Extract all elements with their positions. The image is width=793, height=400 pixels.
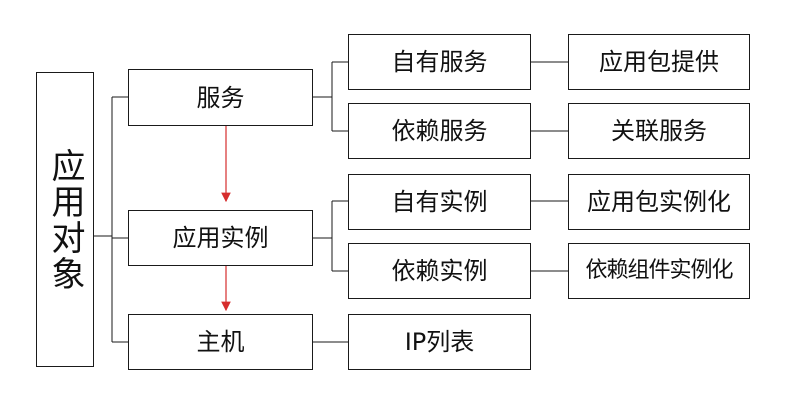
node-related-service: 关联服务 bbox=[568, 103, 750, 159]
node-dependent-instance: 依赖实例 bbox=[348, 243, 531, 299]
node-dependent-service: 依赖服务 bbox=[348, 103, 531, 159]
node-app-instance: 应用实例 bbox=[128, 210, 313, 266]
node-dependent-component-instantiation: 依赖组件实例化 bbox=[568, 243, 750, 299]
node-app-package-provided: 应用包提供 bbox=[568, 34, 750, 90]
root-node: 应用对象 bbox=[36, 72, 94, 367]
node-host: 主机 bbox=[128, 314, 313, 370]
node-service: 服务 bbox=[128, 69, 313, 126]
node-app-package-instantiation: 应用包实例化 bbox=[568, 174, 750, 230]
node-own-service: 自有服务 bbox=[348, 34, 531, 90]
node-own-instance: 自有实例 bbox=[348, 174, 531, 230]
node-ip-list: IP列表 bbox=[348, 314, 531, 370]
